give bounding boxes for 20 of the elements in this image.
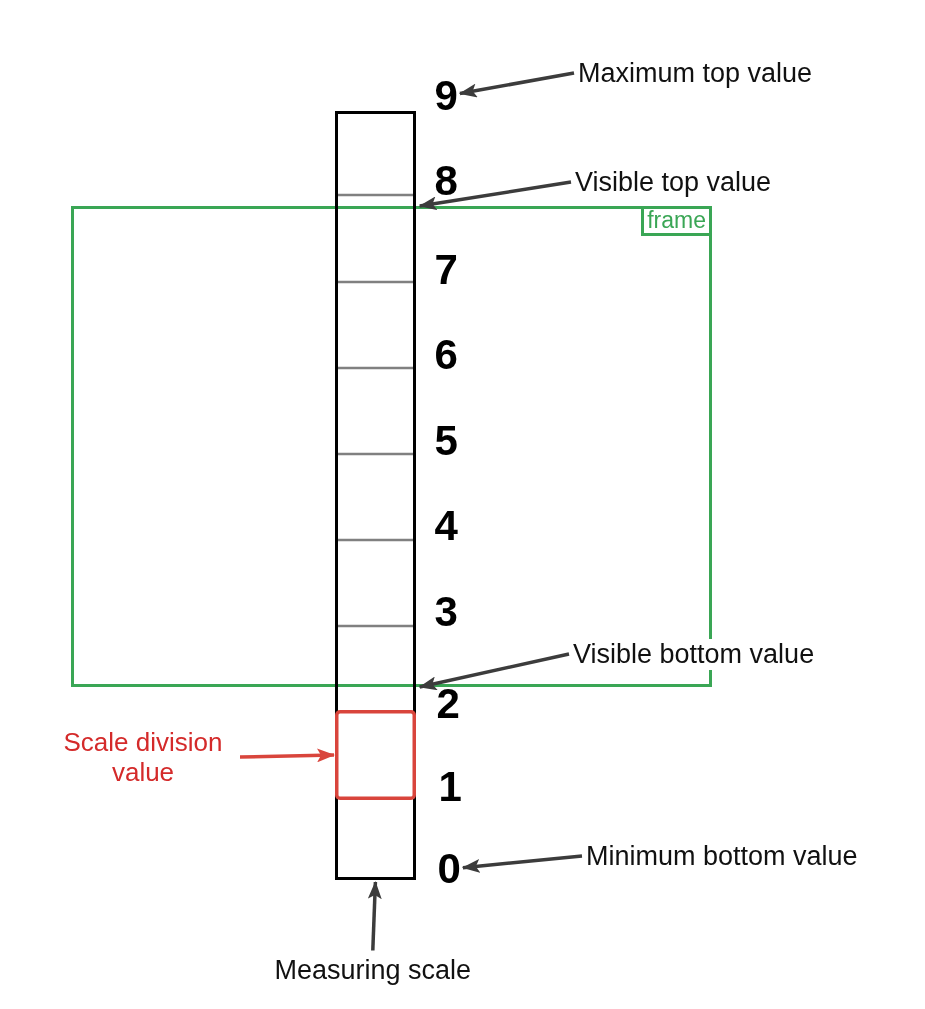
scale-number: 6 (434, 338, 458, 372)
scale-number: 2 (436, 687, 460, 721)
arrow (458, 71, 575, 98)
division-box (335, 710, 416, 800)
arrow (418, 180, 572, 211)
scale-number: 3 (434, 595, 458, 629)
scale-number: 1 (438, 770, 462, 804)
scale-number: 0 (437, 852, 461, 886)
arrow (461, 854, 583, 873)
scale-number: 9 (434, 79, 458, 113)
scale-number: 7 (434, 253, 458, 287)
arrow (239, 748, 335, 763)
scale-number: 4 (434, 509, 458, 543)
frame-label: frame (641, 206, 712, 236)
arrow (418, 652, 570, 691)
callout-text: Visible bottom value (573, 638, 815, 670)
scale-number: 5 (434, 424, 458, 458)
arrow (367, 881, 382, 951)
scale-bar (335, 111, 416, 880)
scale-number: 8 (434, 164, 458, 198)
